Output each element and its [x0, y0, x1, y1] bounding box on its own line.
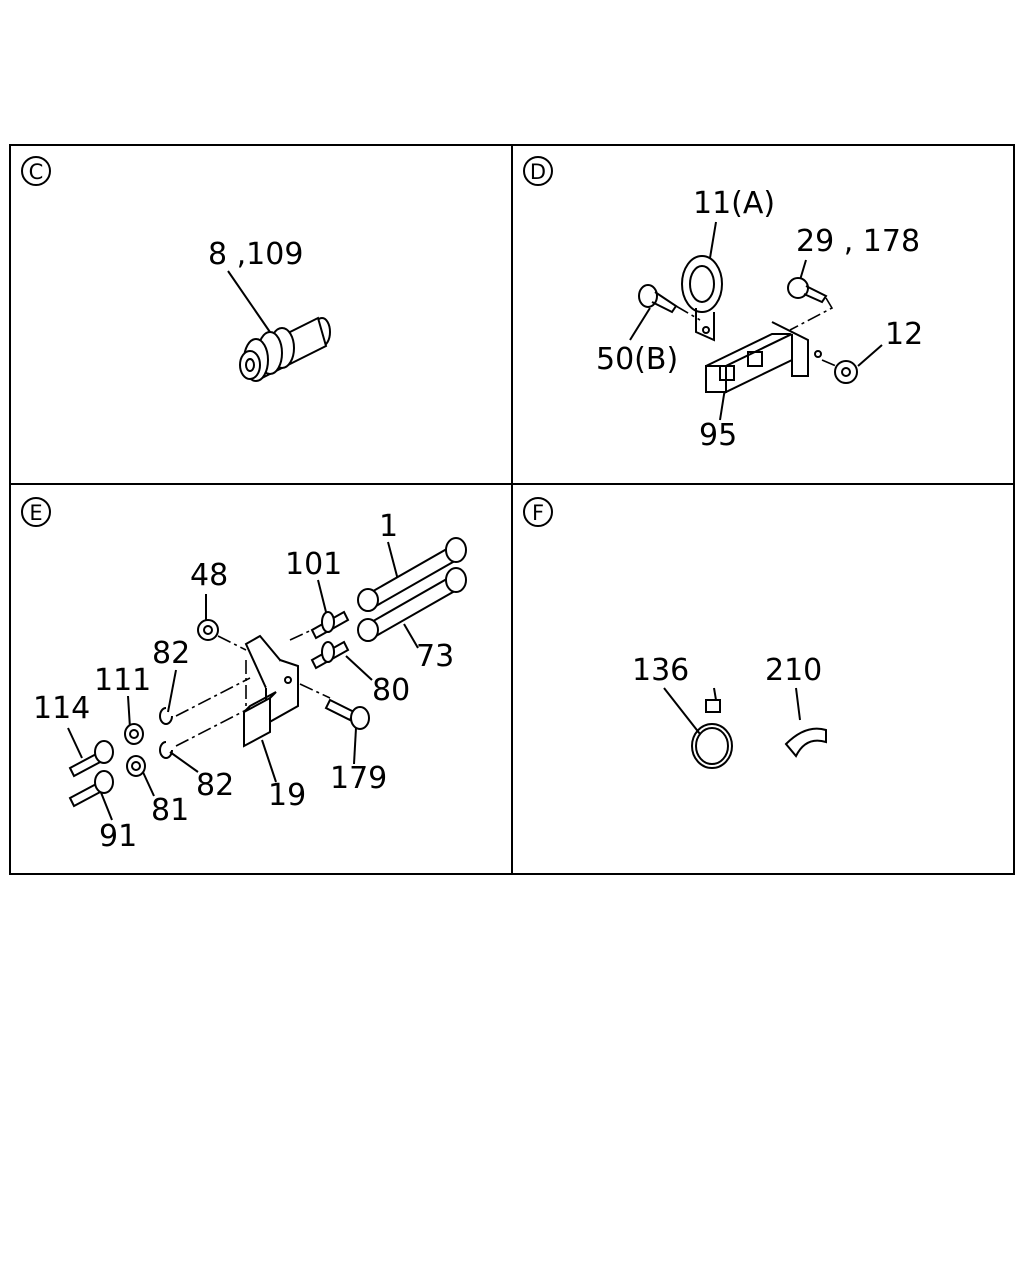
bracket-part	[243, 634, 299, 748]
callout-11a: 11(A)	[693, 186, 775, 221]
cable-tie-part	[691, 687, 733, 769]
panel-d: D 11(A) 29 , 178 50(B) 12 95	[523, 156, 923, 453]
panel-c: C 8 ,109	[21, 156, 331, 382]
callout-8-109: 8 ,109	[208, 237, 303, 272]
panel-id-badge: E	[21, 497, 51, 527]
bracket-part	[705, 321, 822, 394]
panel-id-badge: D	[523, 156, 553, 186]
stud-part	[310, 610, 350, 670]
panel-grid	[9, 144, 1015, 875]
callout-179: 179	[330, 761, 387, 796]
long-bolt-part	[357, 567, 467, 642]
callout-91: 91	[99, 819, 137, 854]
callout-12: 12	[885, 317, 923, 352]
clip-part	[159, 707, 173, 759]
callout-114: 114	[33, 691, 90, 726]
band-part	[784, 727, 827, 758]
panel-e: E 1 48 101 82 111 73 114 80 179 82 19 81…	[21, 497, 467, 854]
fitting-part	[239, 316, 331, 382]
callout-48: 48	[190, 558, 228, 593]
svg-text:E: E	[29, 501, 42, 525]
callout-136: 136	[632, 653, 689, 688]
nut-part	[197, 619, 219, 641]
callout-73: 73	[416, 639, 454, 674]
callout-95: 95	[699, 418, 737, 453]
callout-82-lower: 82	[196, 768, 234, 803]
callout-82-upper: 82	[152, 636, 190, 671]
svg-text:D: D	[530, 160, 546, 184]
callout-210: 210	[765, 653, 822, 688]
long-bolt-part	[357, 537, 467, 612]
clip-part	[681, 255, 723, 342]
bolt-part	[324, 698, 370, 730]
bolt-part	[68, 740, 114, 808]
callout-81: 81	[151, 793, 189, 828]
bolt-part	[638, 284, 701, 321]
callout-101: 101	[285, 547, 342, 582]
washer-part	[124, 723, 146, 777]
callout-50b: 50(B)	[596, 342, 678, 377]
panel-id-badge: C	[21, 156, 51, 186]
bolt-part	[787, 277, 834, 331]
panel-f: F 136 210	[523, 497, 827, 769]
panel-id-badge: F	[523, 497, 553, 527]
callout-80: 80	[372, 673, 410, 708]
callout-111: 111	[94, 663, 151, 698]
svg-text:C: C	[29, 160, 44, 184]
callout-29-178: 29 , 178	[796, 224, 920, 259]
svg-text:F: F	[532, 501, 544, 525]
callout-19: 19	[268, 778, 306, 813]
nut-part	[821, 359, 858, 384]
callout-1: 1	[379, 509, 398, 544]
